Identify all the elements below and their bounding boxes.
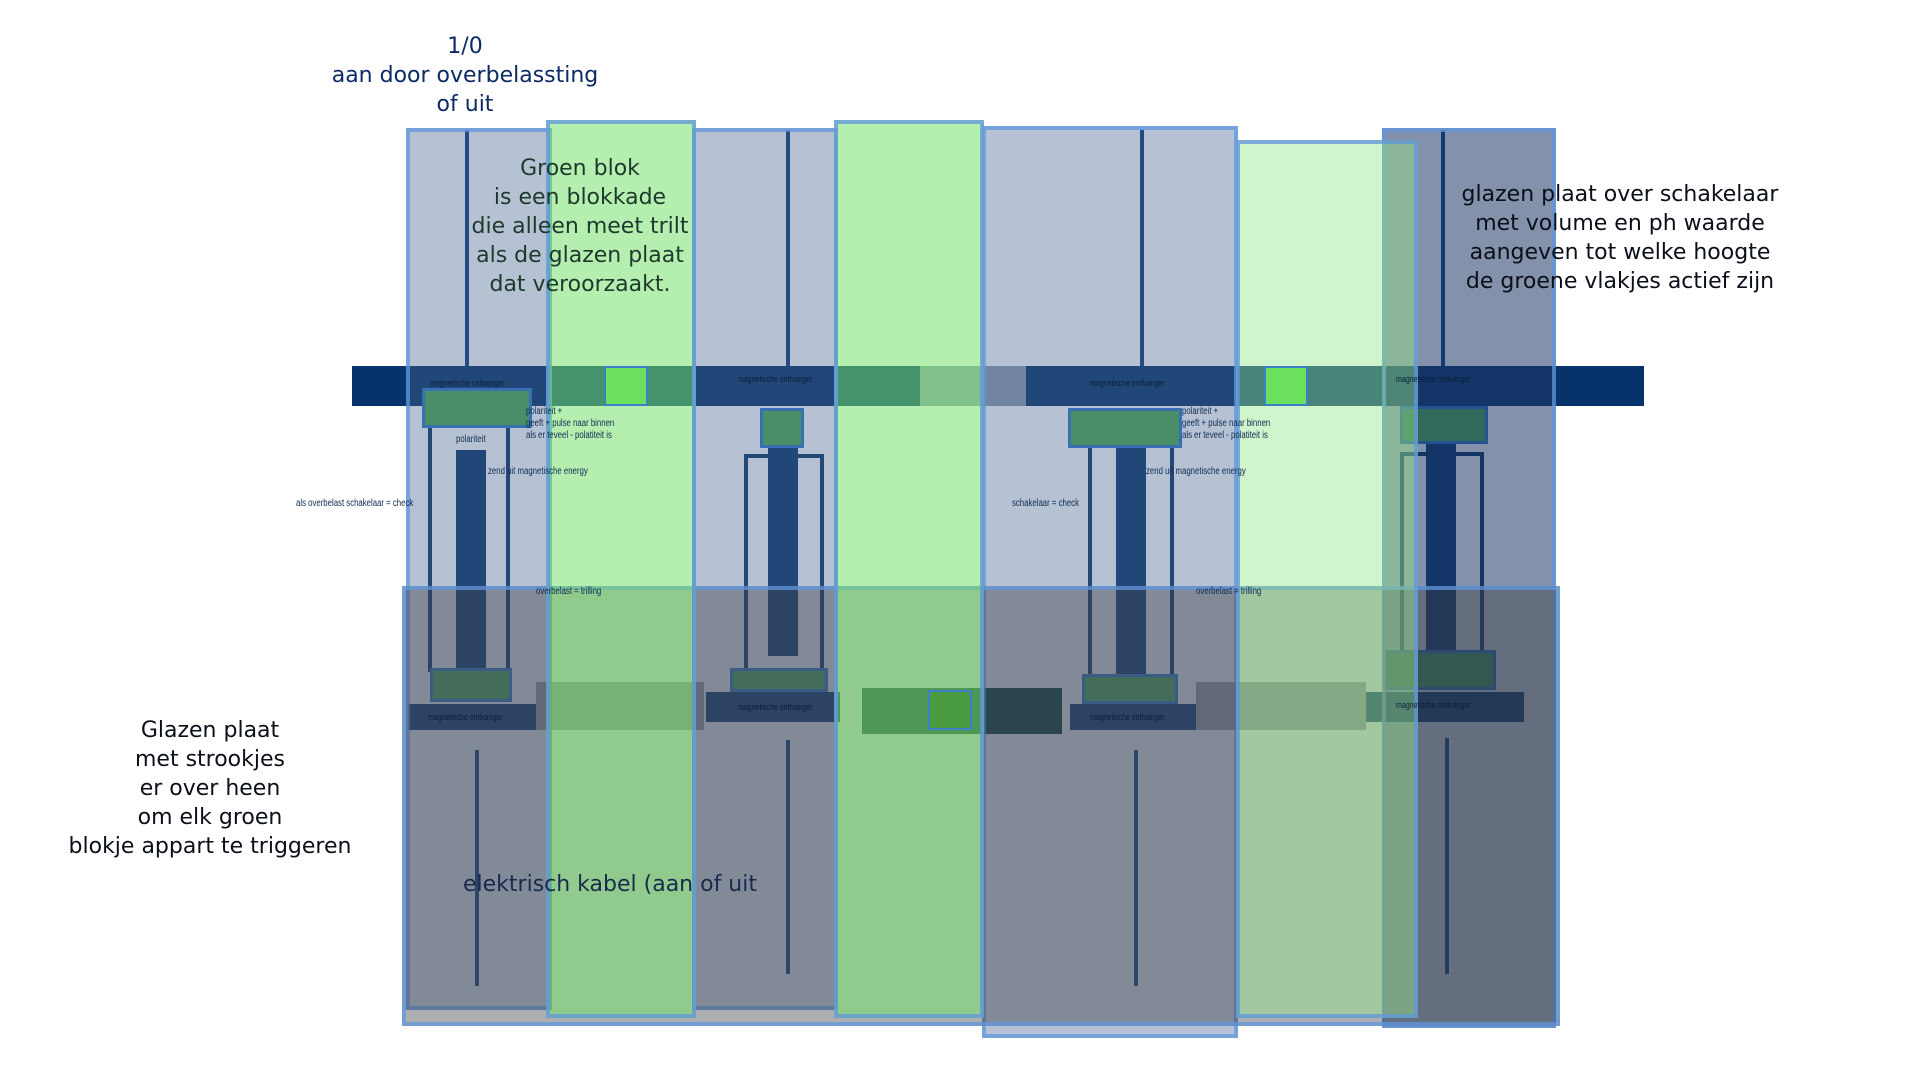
bottom-rod-3 (1134, 750, 1138, 986)
top-rod-3 (1140, 130, 1144, 366)
green-strip-3 (1236, 140, 1418, 1018)
green-sensor-bottom-1 (430, 668, 512, 702)
glass-panel-4 (1382, 128, 1556, 1028)
magnet-label-3: magnetische ontlvanger (1090, 378, 1165, 388)
piston-2 (768, 444, 798, 656)
green-contact-2 (1264, 366, 1308, 406)
magnet-label-bottom-2: magnetische ontlvanger (738, 702, 813, 712)
bottom-magnet-bar-3 (1070, 704, 1196, 730)
magnet-label-bottom-3: magnetische ontlvanger (1090, 712, 1165, 722)
green-strip-2 (834, 120, 984, 1018)
green-contact-3 (928, 690, 972, 730)
electric-cable-note: elektrisch kabel (aan of uit (462, 872, 757, 897)
bottom-magnet-bar-1 (408, 704, 536, 730)
bottom-rod-2 (786, 740, 790, 974)
bottom-magnet-bar-2 (706, 692, 840, 722)
bottom-rod-1 (475, 750, 479, 986)
magnet-label-1: magnetische ontlvanger (430, 378, 505, 388)
sends-energy-label-1: zend uit magnetische energy (488, 466, 588, 477)
magnet-label-2: magnetische ontlvanger (738, 374, 813, 384)
polarity-label: polariteit (456, 434, 486, 445)
top-rod-1 (465, 130, 469, 366)
green-block-note: Groen blok is een blokkade die alleen me… (471, 156, 689, 297)
top-rod-2 (786, 130, 790, 366)
piston-3 (1116, 444, 1146, 678)
bottom-bar-link-2 (1196, 682, 1366, 730)
green-sensor-top-2 (760, 408, 804, 448)
sends-energy-label-2: zend uit magnetische energy (1146, 466, 1246, 477)
green-strip-1 (546, 120, 696, 1018)
overload-vibration-label-1: overbelast = trilling (536, 586, 602, 597)
green-contact-1 (604, 366, 648, 406)
green-sensor-top-3 (1068, 408, 1182, 448)
green-sensor-bottom-3 (1082, 674, 1178, 704)
green-sensor-bottom-2 (730, 668, 828, 692)
top-switch-note: 1/0 aan door overbelassting of uit (331, 34, 599, 117)
polarity-description-1: polariteit + geeft + pulse naar binnen a… (526, 406, 615, 441)
green-sensor-top-1 (422, 388, 532, 428)
glass-panel-1 (406, 128, 552, 1010)
piston-1 (456, 450, 486, 672)
overload-check-label: als overbelast schakelaar = check (296, 498, 414, 509)
glass-strips-note: Glazen plaat met strookjes er over heen … (68, 718, 352, 859)
magnet-label-bottom-4: magnetische ontlvanger (1396, 700, 1471, 710)
polarity-description-2: polariteit + geeft + pulse naar binnen a… (1182, 406, 1271, 441)
switch-check-label: schakelaar = check (1012, 498, 1079, 509)
magnet-label-4: magnetische ontlvanger (1396, 374, 1471, 384)
glass-plate-switch-note: glazen plaat over schakelaar met volume … (1461, 182, 1779, 294)
overload-vibration-label-2: overbelast = trilling (1196, 586, 1262, 597)
magnet-label-bottom-1: magnetische ontlvanger (428, 712, 503, 722)
